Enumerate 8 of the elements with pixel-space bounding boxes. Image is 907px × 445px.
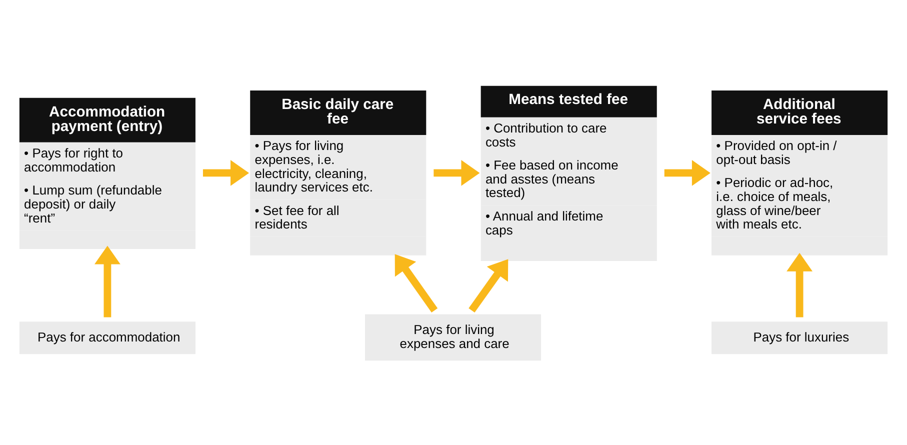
arrow [664, 160, 710, 186]
arrow [434, 160, 480, 186]
node-box: Pays for living expenses and care [365, 314, 542, 360]
arrow [786, 252, 812, 317]
arrow [468, 258, 508, 312]
arrow [202, 160, 250, 186]
arrow [394, 254, 438, 312]
arrow [94, 245, 120, 317]
